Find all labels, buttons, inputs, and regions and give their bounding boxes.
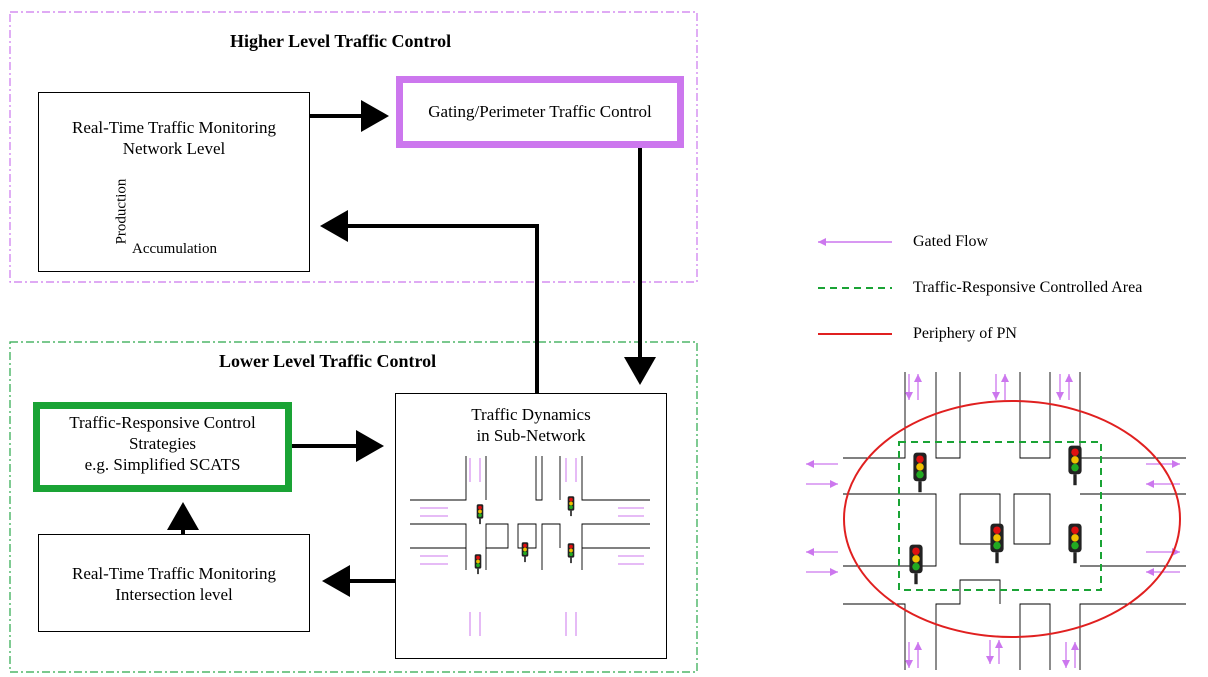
protected-network xyxy=(806,372,1186,670)
traffic-dynamics-line2: in Sub-Network xyxy=(476,426,586,445)
gating-control-label: Gating/Perimeter Traffic Control xyxy=(428,102,652,121)
mfd-ylabel: Production xyxy=(113,178,130,245)
intersection-monitoring-line1: Real-Time Traffic Monitoring xyxy=(71,564,276,583)
intersection-monitoring-line2: Intersection level xyxy=(115,585,233,604)
network-monitoring-box: Real-Time Traffic Monitoring Network Lev… xyxy=(38,92,310,272)
higher-level-region-border xyxy=(9,11,698,283)
traffic-dynamics-box: Traffic Dynamics in Sub-Network xyxy=(395,393,667,659)
intersection-monitoring-box: Real-Time Traffic Monitoring Intersectio… xyxy=(38,534,310,632)
subnetwork-sketch xyxy=(410,456,650,570)
gating-control-box: Gating/Perimeter Traffic Control xyxy=(396,76,684,148)
higher-level-title: Higher Level Traffic Control xyxy=(230,31,452,51)
arrow-dynamics-to-network-monitor xyxy=(320,210,539,393)
network-monitoring-line1: Real-Time Traffic Monitoring xyxy=(71,118,276,137)
mfd-xlabel: Accumulation xyxy=(132,241,217,257)
legend-symbols xyxy=(818,238,892,335)
periphery-boundary xyxy=(843,400,1181,638)
traffic-dynamics-line1: Traffic Dynamics xyxy=(471,405,591,424)
network-monitoring-line2: Network Level xyxy=(122,139,226,158)
legend-periphery-label: Periphery of PN xyxy=(913,325,1017,342)
network-traffic-lights xyxy=(909,445,1082,585)
strategies-line3: e.g. Simplified SCATS xyxy=(84,455,241,474)
strategies-line1: Traffic-Responsive Control xyxy=(69,413,256,432)
lower-level-title: Lower Level Traffic Control xyxy=(219,351,437,371)
lower-level-region-border xyxy=(9,341,698,673)
controlled-area-boundary xyxy=(898,441,1102,591)
strategies-line2: Strategies xyxy=(128,434,197,453)
responsive-strategies-box: Traffic-Responsive Control Strategies e.… xyxy=(33,402,292,492)
subnetwork-gated-arrows xyxy=(420,458,644,636)
legend-controlled-area-label: Traffic-Responsive Controlled Area xyxy=(913,279,1143,296)
flow-arrows xyxy=(167,100,656,597)
legend-gated-flow-label: Gated Flow xyxy=(913,233,989,250)
